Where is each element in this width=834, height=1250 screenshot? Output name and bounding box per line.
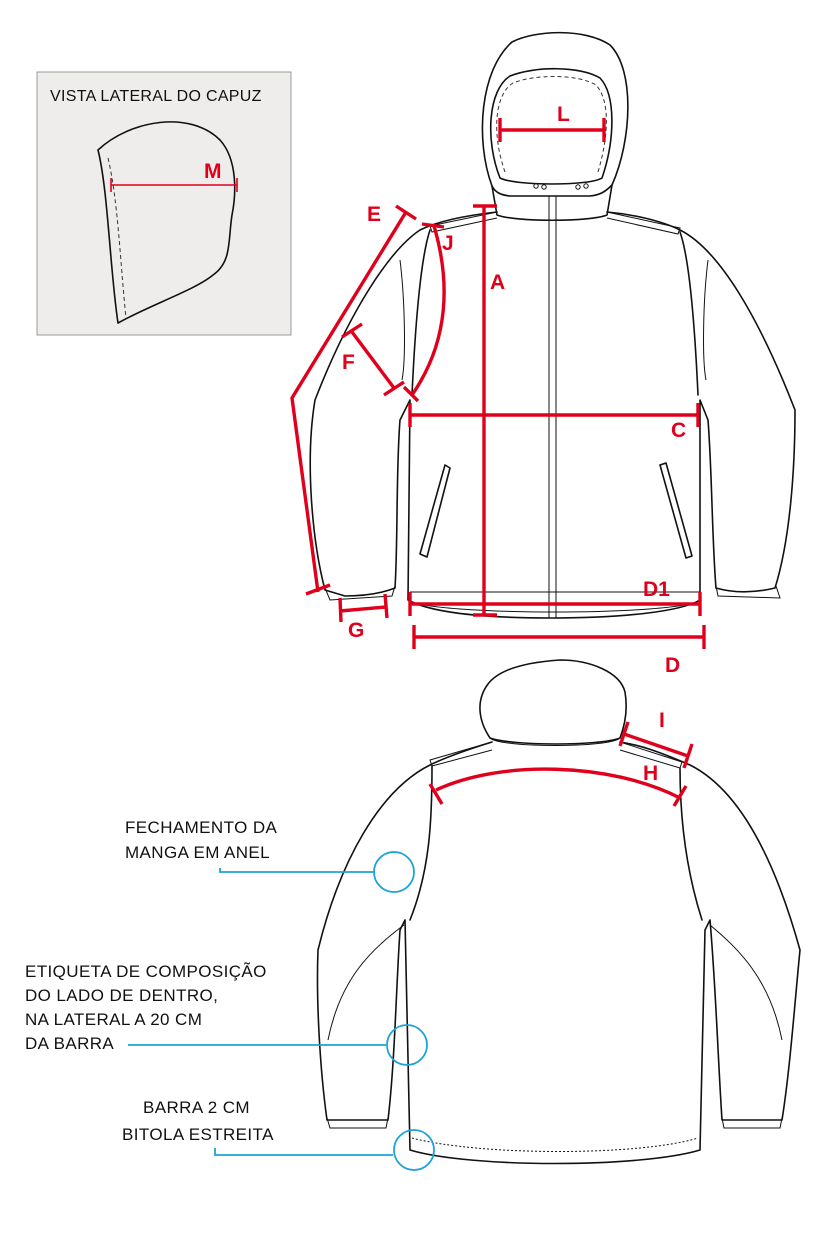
svg-text:DO LADO DE DENTRO,: DO LADO DE DENTRO,	[25, 986, 218, 1005]
back-body-outline	[316, 741, 801, 1165]
callout-circle-hem	[393, 1129, 435, 1171]
callout-hem: BARRA 2 CM BITOLA ESTREITA	[122, 1098, 435, 1171]
front-view-jacket	[309, 31, 796, 619]
front-pocket-right	[659, 462, 693, 559]
label-m: M	[204, 160, 222, 183]
label-i: I	[659, 709, 665, 732]
hood-side-stitch	[107, 157, 127, 319]
measure-line-i	[623, 732, 689, 758]
label-e: E	[367, 203, 381, 226]
measure-line-g	[339, 605, 387, 613]
label-d: D	[665, 654, 680, 677]
callout-composition-label: ETIQUETA DE COMPOSIÇÃO DO LADO DE DENTRO…	[25, 962, 428, 1066]
hood-side-outline	[97, 121, 236, 324]
label-l: L	[557, 103, 570, 126]
svg-text:DA BARRA: DA BARRA	[25, 1034, 114, 1053]
label-a: A	[490, 271, 505, 294]
measure-line-f	[350, 330, 396, 390]
svg-text:NA LATERAL A 20 CM: NA LATERAL A 20 CM	[25, 1010, 202, 1029]
front-measurements: L A C D1 D E J F	[290, 103, 706, 677]
front-hood-outline	[481, 31, 629, 197]
callout-sleeve-closure: FECHAMENTO DA MANGA EM ANEL	[125, 818, 415, 893]
hood-side-view-panel: VISTA LATERAL DO CAPUZ M	[36, 71, 292, 336]
measure-line-e	[290, 211, 408, 593]
svg-text:ETIQUETA DE COMPOSIÇÃO: ETIQUETA DE COMPOSIÇÃO	[25, 962, 267, 981]
svg-text:MANGA EM ANEL: MANGA EM ANEL	[125, 843, 270, 862]
callout-circle-sleeve	[373, 851, 415, 893]
label-d1: D1	[643, 578, 670, 601]
svg-text:FECHAMENTO DA: FECHAMENTO DA	[125, 818, 277, 837]
label-h: H	[643, 762, 658, 785]
front-pocket-left	[419, 464, 451, 558]
measure-line-h	[435, 767, 681, 800]
hood-panel-title: VISTA LATERAL DO CAPUZ	[50, 88, 262, 105]
label-c: C	[671, 419, 686, 442]
svg-text:BITOLA ESTREITA: BITOLA ESTREITA	[122, 1125, 274, 1144]
back-view-jacket	[316, 659, 801, 1165]
callout-circle-composition	[386, 1024, 428, 1066]
back-hood-outline	[479, 659, 627, 745]
front-body-outline	[309, 211, 796, 619]
label-f: F	[342, 351, 355, 374]
measure-line-j	[410, 225, 446, 396]
back-measurements: H I	[428, 709, 694, 807]
label-g: G	[348, 619, 364, 642]
front-face-opening	[489, 67, 613, 185]
svg-text:BARRA 2 CM: BARRA 2 CM	[143, 1098, 250, 1117]
label-j: J	[442, 232, 454, 255]
